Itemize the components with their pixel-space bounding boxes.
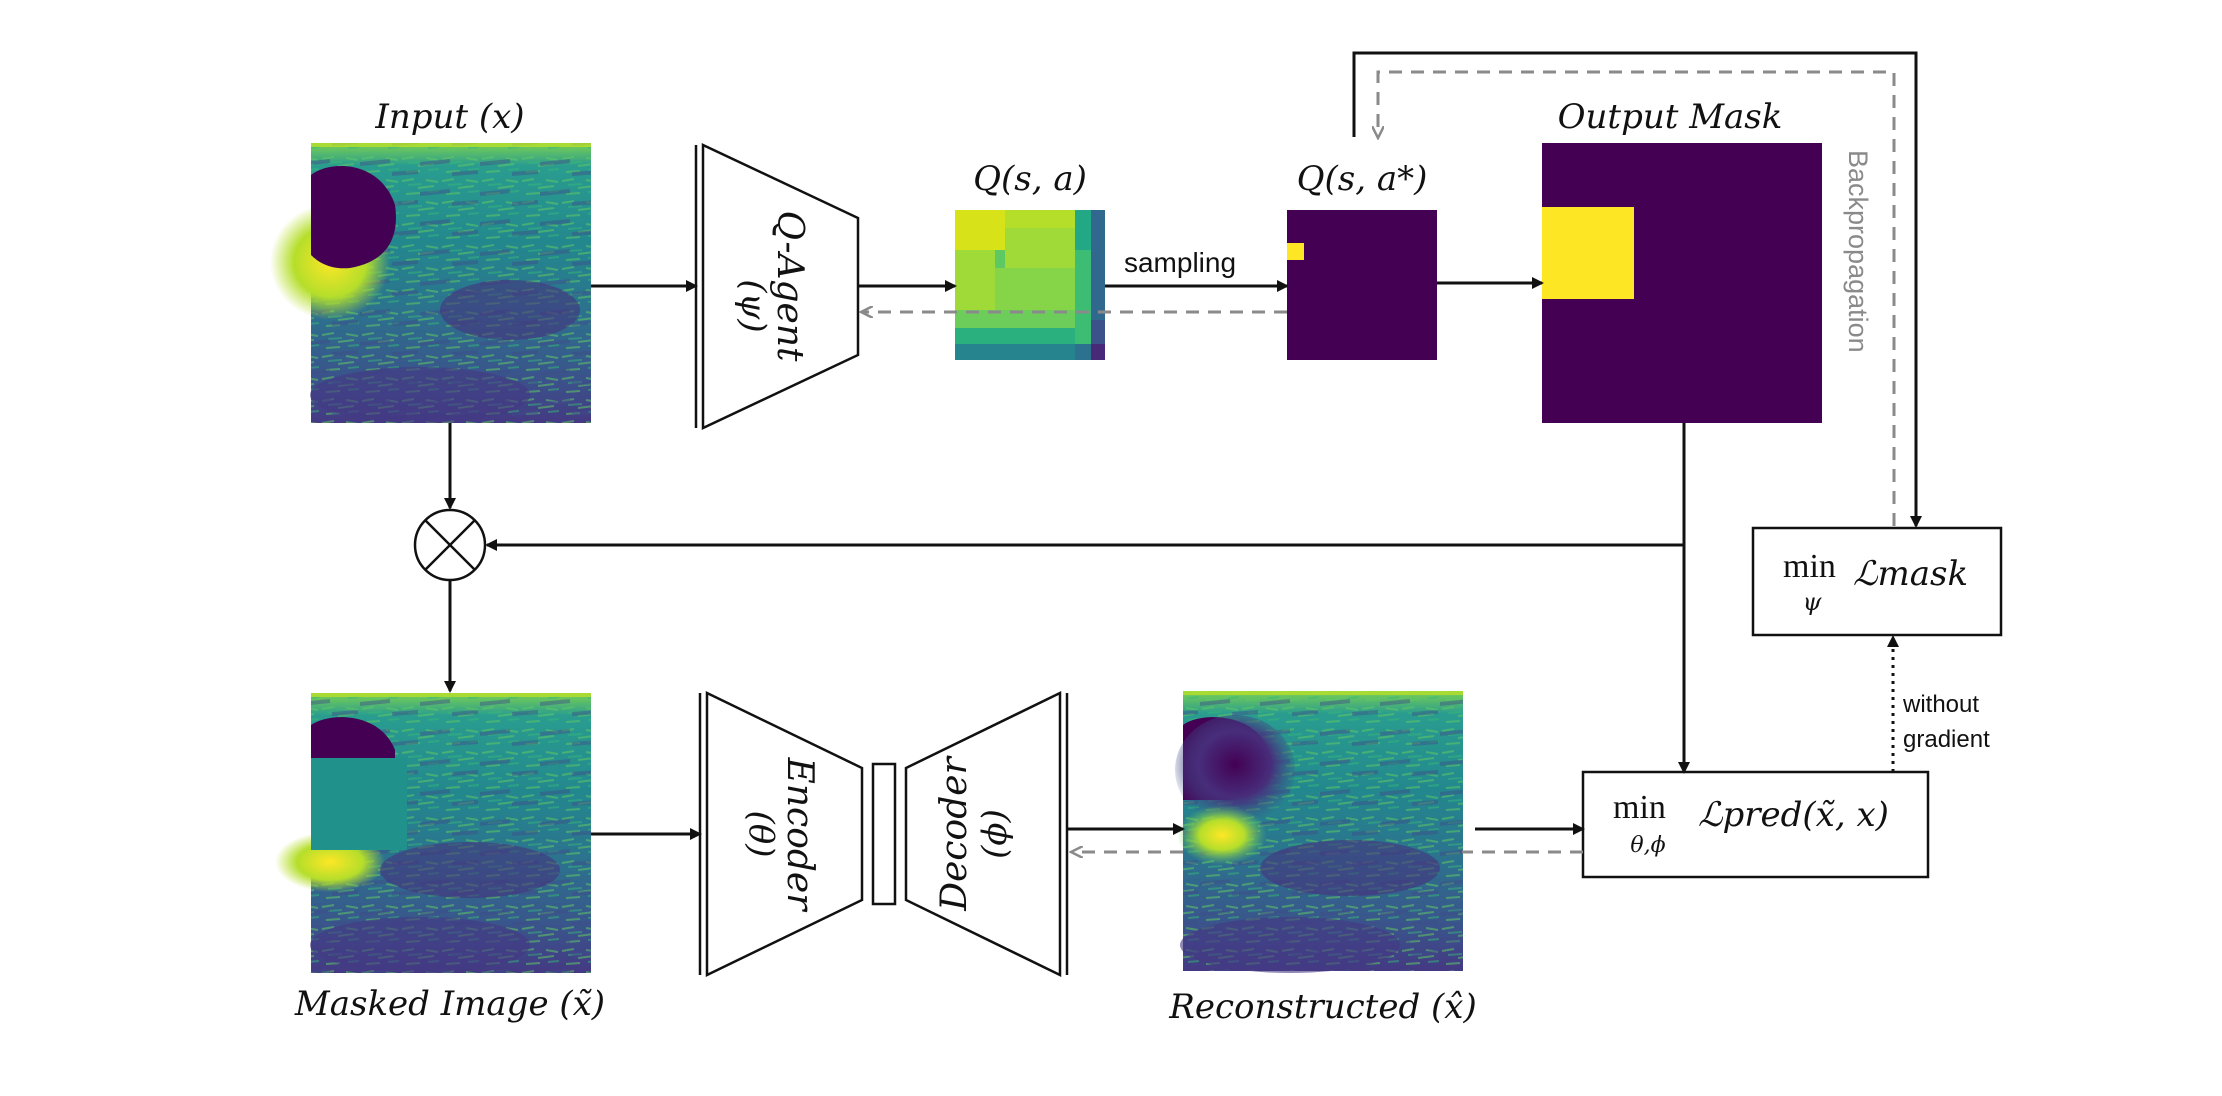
q-values-label: Q(s, a) bbox=[973, 159, 1087, 199]
pred-loss-term: ℒpred(x̃, x) bbox=[1698, 795, 1889, 835]
selected-action-label: Q(s, a*) bbox=[1297, 159, 1428, 199]
masked-image-label: Masked Image (x̃) bbox=[294, 984, 605, 1024]
masked-image bbox=[275, 693, 591, 973]
mask-loss-term: ℒmask bbox=[1853, 554, 1968, 594]
pred-loss-sub: θ,ϕ bbox=[1630, 833, 1665, 858]
backpropagation-label: Backpropagation bbox=[1843, 150, 1873, 353]
input-label: Input (x) bbox=[374, 97, 524, 137]
decoder-param: (ϕ) bbox=[975, 809, 1015, 859]
pred-loss-box bbox=[1581, 770, 1930, 879]
encoder-label: Encoder bbox=[779, 757, 820, 913]
output-mask bbox=[1542, 143, 1822, 423]
reconstructed-label: Reconstructed (x̂) bbox=[1168, 987, 1477, 1027]
q-agent-param: (ψ) bbox=[733, 279, 773, 332]
forward-arrows bbox=[444, 51, 1922, 840]
pred-loss-min: min bbox=[1613, 789, 1666, 826]
q-agent-label: Q-Agent bbox=[769, 211, 810, 363]
input-image bbox=[270, 143, 591, 423]
q-values-heatmap bbox=[955, 210, 1105, 360]
sampling-label: sampling bbox=[1124, 247, 1236, 278]
encoder-param: (θ) bbox=[741, 811, 781, 858]
decoder-block bbox=[904, 691, 1069, 977]
decoder-label: Decoder bbox=[934, 755, 975, 911]
backprop-arrows bbox=[862, 70, 1896, 852]
mask-loss-sub: ψ bbox=[1803, 588, 1823, 616]
output-mask-label: Output Mask bbox=[1558, 97, 1783, 137]
reconstructed-image bbox=[1175, 691, 1463, 973]
latent-bottleneck bbox=[871, 762, 897, 906]
mask-loss-box bbox=[1751, 526, 2003, 637]
multiply-node bbox=[413, 508, 487, 582]
mask-loss-min: min bbox=[1783, 548, 1836, 585]
without-gradient-line2: gradient bbox=[1903, 726, 1990, 753]
without-gradient-line1: without bbox=[1902, 691, 1979, 718]
selected-action-map bbox=[1287, 210, 1437, 360]
